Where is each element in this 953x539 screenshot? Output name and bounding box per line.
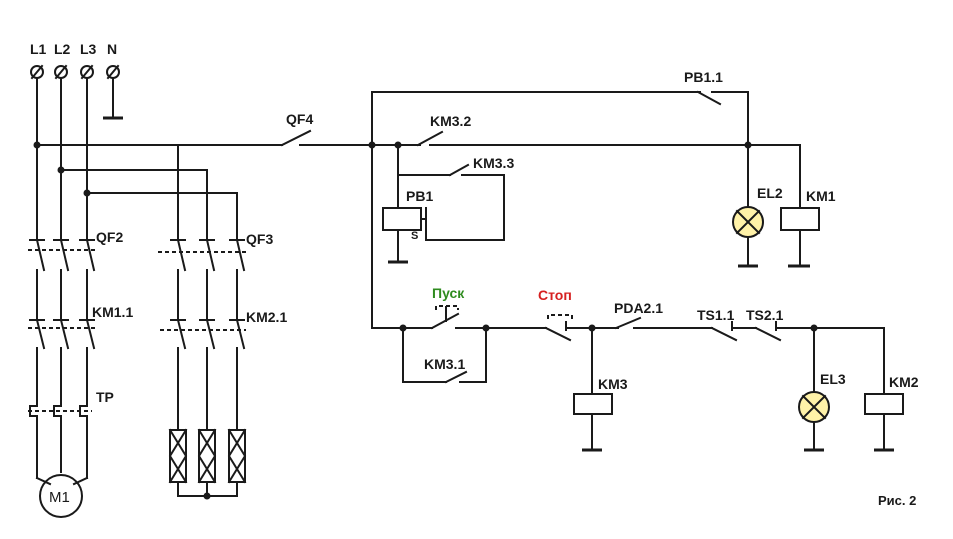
lamp-el3 xyxy=(798,327,830,452)
lamp-el2 xyxy=(732,144,764,268)
contact-km1-1 xyxy=(28,318,96,403)
label-ts2-1: TS2.1 xyxy=(746,307,784,323)
label-tp: TP xyxy=(96,389,114,405)
label-pb1: PB1 xyxy=(406,188,433,204)
coil-km2 xyxy=(864,327,904,452)
label-el2: EL2 xyxy=(757,185,783,201)
thermal-relay-tp xyxy=(28,401,92,486)
label-L3: L3 xyxy=(80,41,97,57)
label-qf3: QF3 xyxy=(246,231,273,247)
start-stop-line xyxy=(371,305,885,452)
heater-elements xyxy=(168,428,247,500)
label-pb1-1: PB1.1 xyxy=(684,69,723,85)
label-km3-2: KM3.2 xyxy=(430,113,471,129)
label-pda2-1: PDA2.1 xyxy=(614,300,663,316)
power-terminals xyxy=(30,64,123,120)
label-km1: KM1 xyxy=(806,188,836,204)
breaker-qf2 xyxy=(28,238,96,319)
label-qf4: QF4 xyxy=(286,111,313,127)
label-km2-1: KM2.1 xyxy=(246,309,287,325)
label-km1-1: KM1.1 xyxy=(92,304,133,320)
label-km2: KM2 xyxy=(889,374,919,390)
label-pusk: Пуск xyxy=(432,285,465,301)
label-N: N xyxy=(107,41,117,57)
label-L1: L1 xyxy=(30,41,47,57)
motor-m1 xyxy=(39,474,83,518)
breaker-qf4 xyxy=(280,129,373,147)
label-ts1-1: TS1.1 xyxy=(697,307,735,323)
label-km3-3: KM3.3 xyxy=(473,155,514,171)
label-qf2: QF2 xyxy=(96,229,123,245)
label-L2: L2 xyxy=(54,41,71,57)
figure-caption: Рис. 2 xyxy=(878,493,916,508)
contact-km2-1 xyxy=(160,318,246,431)
label-el3: EL3 xyxy=(820,371,846,387)
breaker-qf3 xyxy=(158,238,246,319)
label-m1: M1 xyxy=(49,489,70,506)
label-km3-1: KM3.1 xyxy=(424,356,465,372)
label-stop: Стоп xyxy=(538,287,572,303)
control-bus xyxy=(368,90,801,329)
phase-wiring xyxy=(33,77,283,239)
label-km3: KM3 xyxy=(598,376,628,392)
coil-km1 xyxy=(780,144,820,268)
label-s: S xyxy=(411,230,418,242)
